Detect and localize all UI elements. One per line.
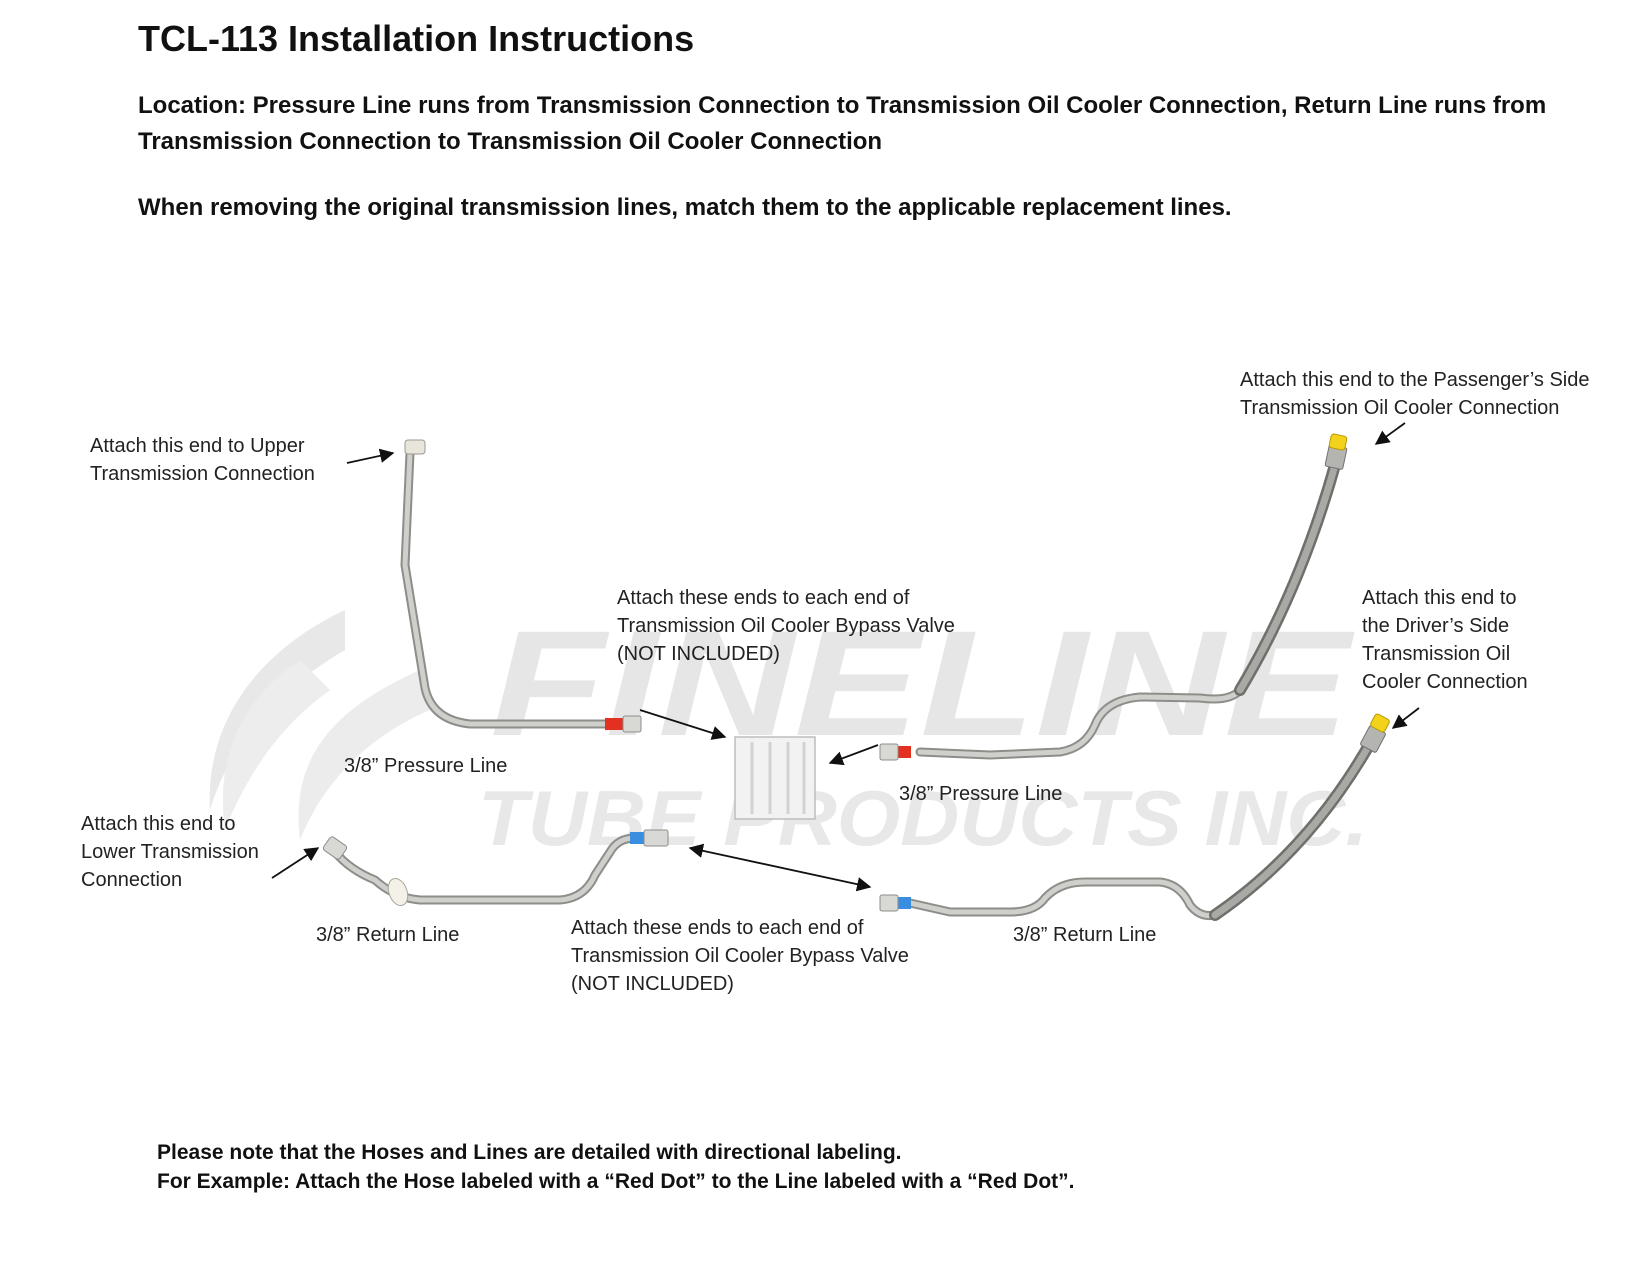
- return-line-left: [322, 829, 669, 907]
- label-return-line-left: 3/8” Return Line: [316, 924, 460, 946]
- pressure-line-right: [879, 433, 1348, 761]
- arrow-passenger: [1374, 422, 1406, 445]
- callout-arrows: [271, 422, 1420, 892]
- location-text: Location: Pressure Line runs from Transm…: [138, 92, 1547, 155]
- arrow-upper-trans: [346, 448, 395, 464]
- return-line-right: [879, 713, 1390, 921]
- arrow-driver: [1391, 707, 1420, 729]
- arrow-bypass-bottom: [688, 843, 872, 892]
- label-upper-transmission: Attach this end to Upper Transmission Co…: [90, 435, 315, 485]
- pressure-line-left: [400, 439, 642, 733]
- bypass-valve: [734, 736, 816, 820]
- arrow-bypass-top-left: [639, 709, 727, 740]
- label-return-line-right: 3/8” Return Line: [1013, 924, 1157, 946]
- watermark-logo: FINELINE TUBE PRODUCTS INC.: [209, 599, 1368, 862]
- label-driver-cooler: Attach this end to the Driver’s Side Tra…: [1362, 587, 1528, 693]
- watermark-fineline: FINELINE: [490, 599, 1355, 767]
- page-title: TCL-113 Installation Instructions: [138, 18, 695, 59]
- label-passenger-cooler: Attach this end to the Passenger’s Side …: [1240, 369, 1590, 419]
- footer-line-1: Please note that the Hoses and Lines are…: [157, 1141, 902, 1164]
- arrow-bypass-top-right: [828, 744, 879, 766]
- label-bypass-bottom: Attach these ends to each end of Transmi…: [571, 917, 909, 995]
- label-bypass-top: Attach these ends to each end of Transmi…: [617, 587, 955, 665]
- watermark-tube-products: TUBE PRODUCTS INC.: [478, 774, 1368, 862]
- label-pressure-line-left: 3/8” Pressure Line: [344, 755, 508, 777]
- label-pressure-line-right: 3/8” Pressure Line: [899, 783, 1063, 805]
- removal-instruction: When removing the original transmission …: [138, 194, 1232, 221]
- footer-note: Please note that the Hoses and Lines are…: [157, 1138, 1075, 1196]
- label-lower-transmission: Attach this end to Lower Transmission Co…: [81, 813, 259, 891]
- footer-line-2: For Example: Attach the Hose labeled wit…: [157, 1170, 1075, 1193]
- arrow-lower-trans: [271, 847, 320, 879]
